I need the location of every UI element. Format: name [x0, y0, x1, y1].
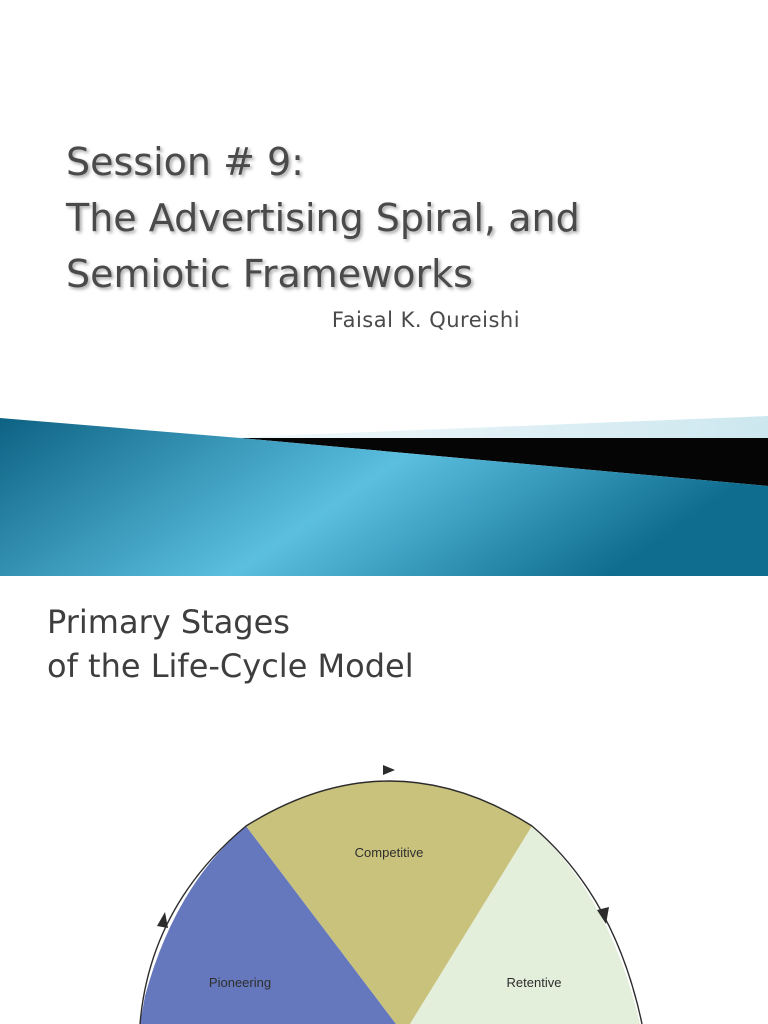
heading-line-1: Primary Stages	[47, 603, 290, 641]
arrow-right-icon	[597, 907, 609, 924]
cycle-outline-arc	[139, 780, 643, 1024]
segment-pioneering	[140, 826, 396, 1024]
banner-blue-band	[0, 418, 768, 576]
segment-label-competitive: Competitive	[355, 845, 424, 860]
segment-competitive	[246, 781, 532, 1024]
author-subtitle: Faisal K. Qureishi	[331, 308, 521, 332]
title-slide-heading: Session # 9: The Advertising Spiral, and…	[66, 134, 746, 302]
segment-label-pioneering: Pioneering	[209, 975, 271, 990]
arrow-top-icon	[383, 765, 395, 775]
title-line-3: Semiotic Frameworks	[66, 252, 473, 296]
heading-line-2: of the Life-Cycle Model	[47, 647, 414, 685]
title-line-1: Session # 9:	[66, 140, 304, 184]
life-cycle-heading: Primary Stages of the Life-Cycle Model	[47, 600, 414, 688]
banner-pale-strip	[220, 416, 768, 440]
segment-label-retentive: Retentive	[507, 975, 562, 990]
title-slide: Session # 9: The Advertising Spiral, and…	[0, 134, 768, 576]
segment-retentive	[410, 826, 640, 1024]
decorative-banner	[0, 416, 768, 576]
diagram-segments	[140, 781, 640, 1024]
title-line-2: The Advertising Spiral, and	[66, 196, 580, 240]
arrow-left-icon	[157, 912, 168, 928]
diagram-outline	[139, 765, 643, 1024]
life-cycle-slide: Primary Stages of the Life-Cycle Model P…	[0, 576, 768, 1024]
